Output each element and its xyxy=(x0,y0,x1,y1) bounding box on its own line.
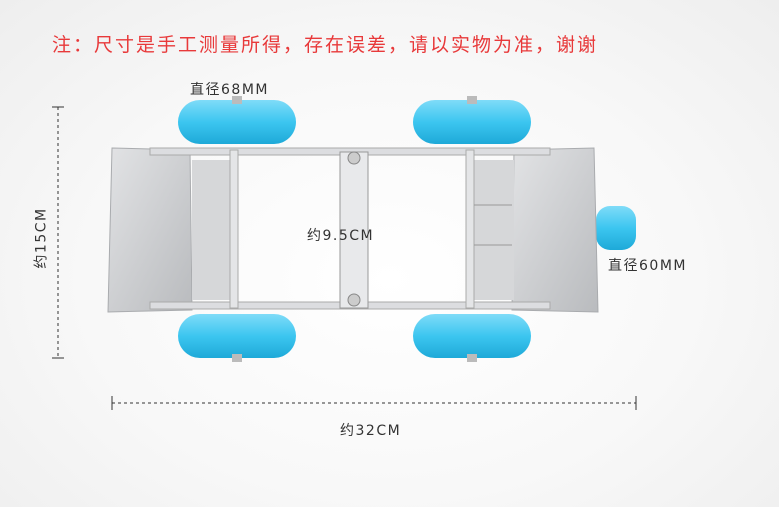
length-dimension-line xyxy=(111,396,637,410)
wheel-bottom-right xyxy=(413,314,531,362)
wheel-top-left xyxy=(178,96,296,144)
measurement-note: 注：尺寸是手工测量所得，存在误差，请以实物为准，谢谢 xyxy=(52,34,599,56)
right-plate xyxy=(511,147,599,313)
wheel-bottom-left xyxy=(178,314,296,362)
small-wheel xyxy=(596,206,636,250)
length-label: 约32CM xyxy=(340,423,402,439)
right-inner-plate xyxy=(470,160,514,300)
big-wheel-diameter-label: 直径68MM xyxy=(190,82,269,98)
inner-width-label: 约9.5CM xyxy=(307,228,375,244)
width-label: 约15CM xyxy=(33,207,50,269)
wheel-top-right xyxy=(413,96,531,144)
center-bracket xyxy=(339,151,369,309)
width-dimension-line xyxy=(52,106,64,359)
small-wheel-diameter-label: 直径60MM xyxy=(608,258,687,274)
left-plate xyxy=(107,147,193,313)
left-inner-plate xyxy=(192,160,236,300)
